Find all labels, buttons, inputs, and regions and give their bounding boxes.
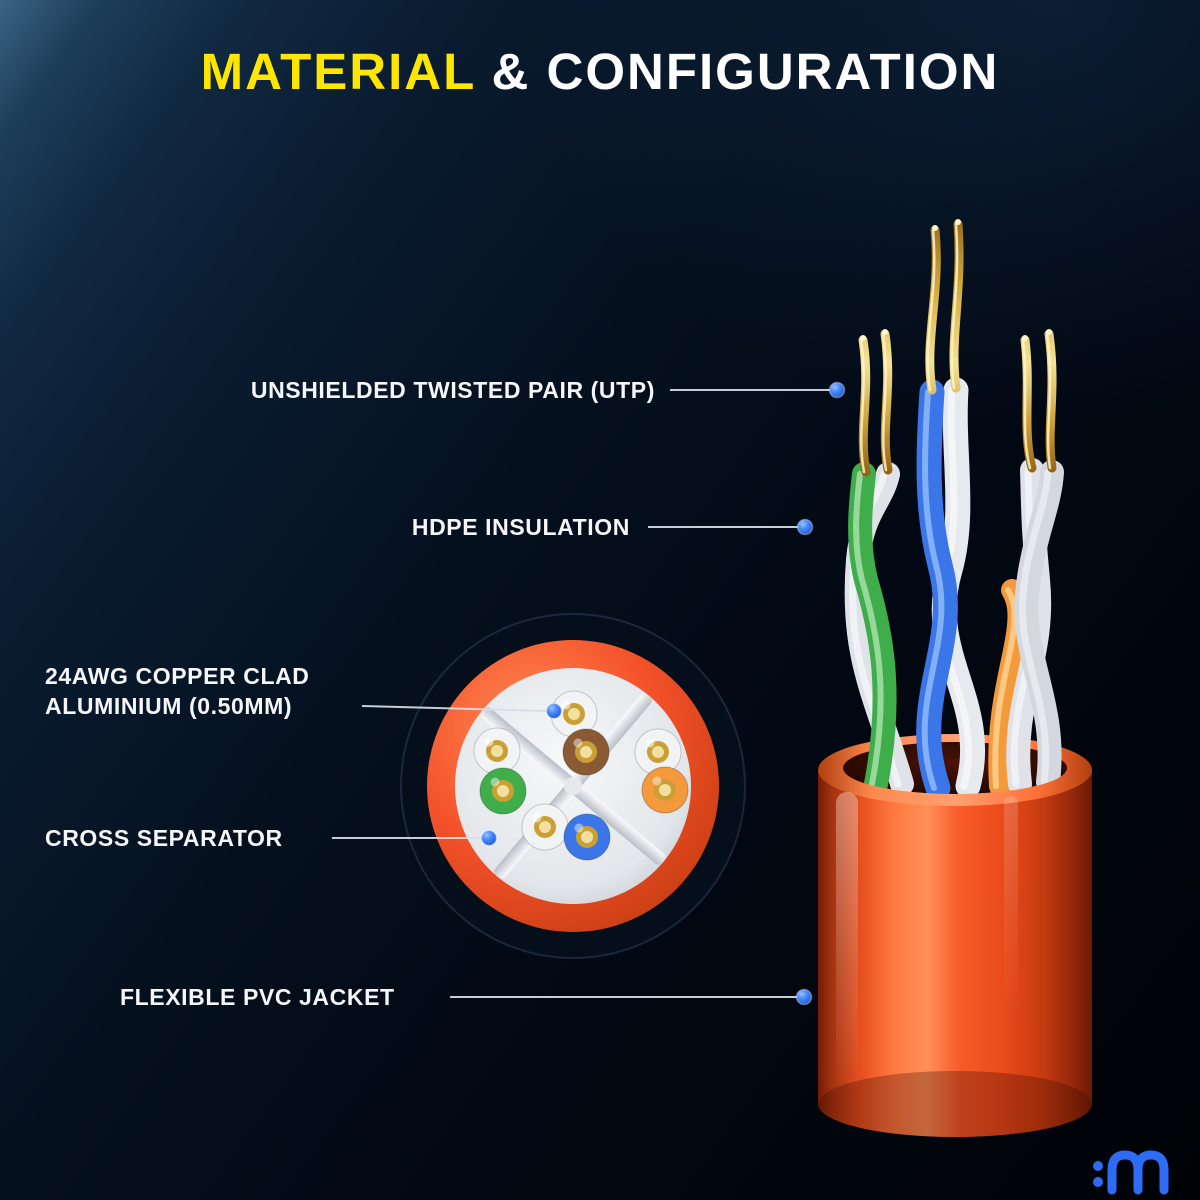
conductor-white xyxy=(473,727,521,775)
pvc-jacket-cylinder xyxy=(818,734,1092,1137)
conductor-blue xyxy=(563,813,611,861)
brand-wave-m-logo xyxy=(1093,1150,1169,1195)
callout-dot-cross xyxy=(480,829,498,847)
logo-wave-m xyxy=(1107,1150,1169,1195)
conductor-orange xyxy=(641,766,689,814)
page-title: MATERIAL & CONFIGURATION xyxy=(0,42,1200,101)
jacket-highlight xyxy=(1004,796,1018,1016)
cross-section-conductors xyxy=(473,690,689,861)
callout-label-cross-separator: CROSS SEPARATOR xyxy=(45,825,283,851)
callout-label-line-2: ALUMINIUM (0.50MM) xyxy=(45,693,293,719)
copper-conductor-tips xyxy=(858,219,1057,477)
callout-dot-hdpe xyxy=(796,518,814,536)
title-highlight: MATERIAL xyxy=(200,43,476,100)
logo-dot xyxy=(1093,1161,1103,1171)
callout-label-pvc-jacket: FLEXIBLE PVC JACKET xyxy=(120,984,395,1010)
twisted-pair-wires xyxy=(844,377,1064,801)
conductor-brown xyxy=(562,728,610,776)
callout-label-copper-clad-aluminium: 24AWG COPPER CLAD ALUMINIUM (0.50MM) xyxy=(45,661,310,721)
callout-dot-pvc xyxy=(795,988,813,1006)
conductor-white xyxy=(550,690,598,738)
callout-label-line-1: 24AWG COPPER CLAD xyxy=(45,663,310,689)
title-rest: & CONFIGURATION xyxy=(491,43,1000,100)
logo-dot xyxy=(1093,1177,1103,1187)
callout-dot-utp xyxy=(828,381,846,399)
callout-label-utp: UNSHIELDED TWISTED PAIR (UTP) xyxy=(250,377,655,403)
jacket-rim-front xyxy=(818,770,1092,806)
conductor-white xyxy=(634,728,682,776)
wire-green-hdpe xyxy=(848,462,897,796)
wire-blue-hdpe xyxy=(916,379,958,801)
wire-white xyxy=(1014,460,1064,794)
callout-line-cca xyxy=(361,705,548,712)
callout-label-hdpe-insulation: HDPE INSULATION xyxy=(411,514,630,540)
jacket-highlight xyxy=(836,792,858,1092)
callout-dot-cca xyxy=(545,702,563,720)
conductor-green xyxy=(479,767,527,815)
